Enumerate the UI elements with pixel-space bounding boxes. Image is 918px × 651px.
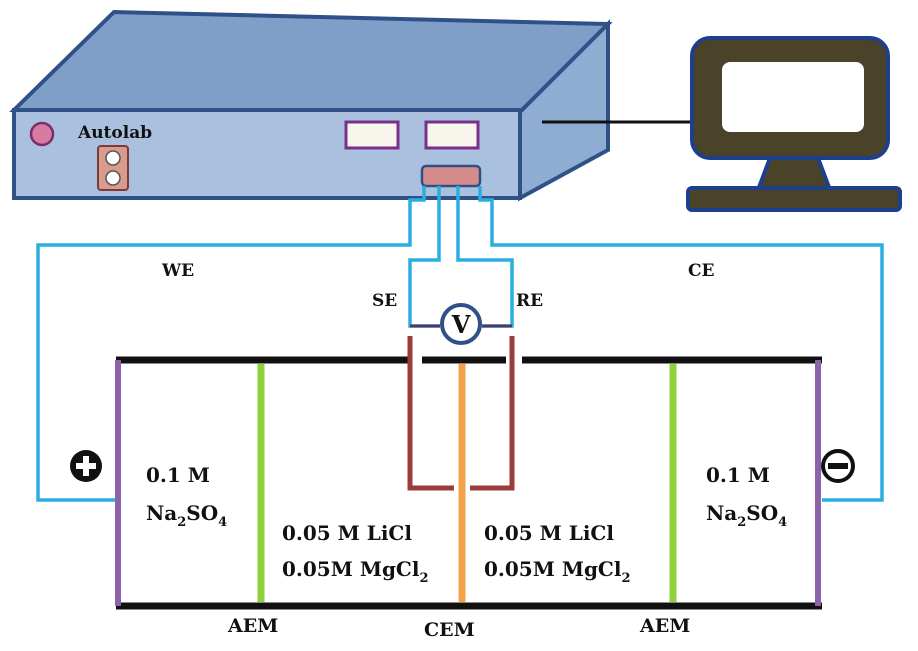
- aem-left-label: AEM: [227, 615, 278, 637]
- se-label: SE: [372, 291, 397, 311]
- display-slot-right: [424, 120, 480, 150]
- monitor-stand: [755, 156, 833, 192]
- center-right-licl-label: 0.05 M LiCl: [484, 521, 614, 545]
- voltmeter-symbol: V: [451, 310, 471, 339]
- display-slot-left: [344, 120, 400, 150]
- left-conc-label: 0.1 M: [146, 463, 210, 487]
- we-wire: [36, 186, 426, 502]
- monitor-base: [686, 186, 902, 212]
- electrodialysis-cell: [115, 336, 822, 610]
- re-reference-electrode: [470, 336, 515, 491]
- positive-terminal-icon: [70, 450, 102, 482]
- center-left-licl-label: 0.05 M LiCl: [282, 521, 412, 545]
- center-left-mgcl2-label: 0.05M MgCl2: [282, 557, 429, 586]
- negative-terminal-icon: [821, 449, 855, 483]
- power-indicator-icon: [29, 121, 55, 147]
- right-conc-label: 0.1 M: [706, 463, 770, 487]
- device-label: Autolab: [77, 123, 152, 143]
- se-reference-electrode: [407, 336, 454, 491]
- cable-connector: [420, 164, 482, 188]
- ce-label: CE: [688, 261, 715, 281]
- connector-socket-top: [105, 150, 121, 166]
- monitor-screen: [722, 62, 864, 132]
- computer-monitor: [542, 36, 902, 212]
- re-label: RE: [516, 291, 543, 311]
- right-salt-label: Na2SO4: [706, 501, 787, 530]
- left-salt-label: Na2SO4: [146, 501, 227, 530]
- ce-wire: [478, 186, 884, 502]
- aem-right-label: AEM: [639, 615, 690, 637]
- we-label: WE: [161, 261, 194, 281]
- connector-socket-bottom: [105, 170, 121, 186]
- cem-label: CEM: [424, 619, 475, 641]
- device-top-face: [9, 9, 613, 115]
- center-right-mgcl2-label: 0.05M MgCl2: [484, 557, 631, 586]
- voltmeter-icon: [440, 303, 482, 345]
- autolab-device: Autolab: [9, 9, 613, 202]
- se-wire: [408, 186, 441, 328]
